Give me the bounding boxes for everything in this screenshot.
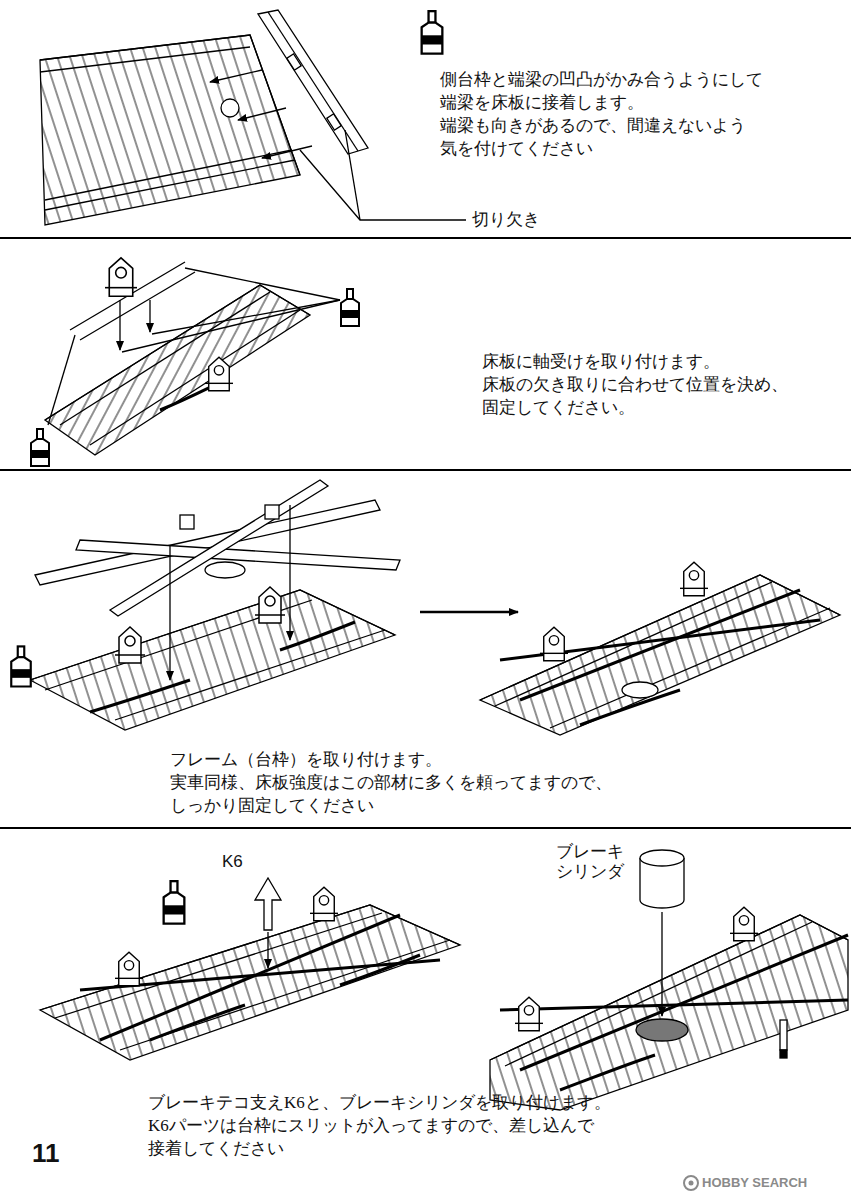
instruction-text: 端梁を床板に接着します。 <box>440 93 644 113</box>
watermark: HOBBY SEARCH <box>702 1175 807 1191</box>
instruction-text: 床板に軸受けを取り付けます。 <box>482 352 720 372</box>
instruction-text: 固定してください。 <box>482 398 635 418</box>
part-number: K6 <box>222 852 243 872</box>
instruction-text: 端梁も向きがあるので、間違えないよう <box>440 116 746 136</box>
instruction-text: 気を付けてください <box>440 139 593 159</box>
instruction-text: ブレーキテコ支えK6と、ブレーキシリンダを取り付けます。 <box>148 1093 611 1113</box>
instruction-text: 実車同様、床板強度はこの部材に多くを頼ってますので、 <box>170 773 612 793</box>
instruction-text: フレーム（台枠）を取り付けます。 <box>170 750 442 770</box>
part-label: シリンダ <box>556 862 624 882</box>
instruction-text: 接着してください <box>148 1139 284 1159</box>
part-label: ブレーキ <box>556 842 624 862</box>
callout-label: 切り欠き <box>472 210 540 230</box>
instruction-text: 側台枠と端梁の凹凸がかみ合うようにして <box>440 70 763 90</box>
instruction-text: K6パーツは台枠にスリットが入ってますので、差し込んで <box>148 1116 594 1136</box>
instruction-text: 床板の欠き取りに合わせて位置を決め、 <box>482 375 788 395</box>
page-number: 11 <box>32 1138 60 1168</box>
instruction-text: しっかり固定してください <box>170 796 374 816</box>
